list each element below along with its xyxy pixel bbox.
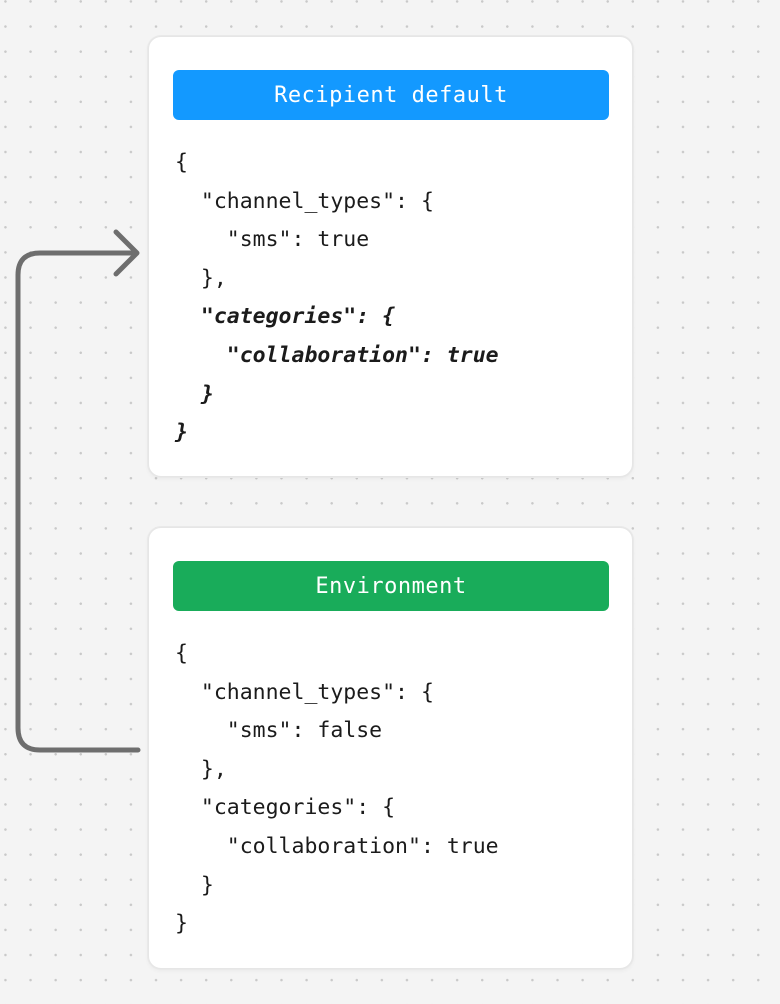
code-line: { xyxy=(175,150,188,175)
code-line: "channel_types": { xyxy=(175,679,434,705)
code-line: "collaboration": true xyxy=(175,833,499,859)
card-recipient-default: Recipient default { "channel_types": { "… xyxy=(148,36,633,477)
code-line: "categories": { xyxy=(175,304,396,330)
code-line: { xyxy=(175,641,188,666)
card-header-label: Recipient default xyxy=(274,82,508,108)
code-line: } xyxy=(175,911,188,937)
json-code-environment: { "channel_types": { "sms": false }, "ca… xyxy=(175,635,616,944)
code-line: "channel_types": { xyxy=(175,188,434,214)
card-header-label: Environment xyxy=(315,573,467,599)
card-header-recipient-default: Recipient default xyxy=(173,70,609,120)
card-environment: Environment { "channel_types": { "sms": … xyxy=(148,527,633,969)
arrow-path xyxy=(15,250,141,753)
card-header-environment: Environment xyxy=(173,561,609,611)
arrow-head-icon xyxy=(113,229,140,277)
code-line: "categories": { xyxy=(175,795,396,821)
json-code-recipient-default: { "channel_types": { "sms": true }, "cat… xyxy=(175,144,616,453)
code-line: } xyxy=(175,872,214,898)
code-line: }, xyxy=(175,756,227,782)
code-line: "sms": false xyxy=(175,718,383,744)
code-line: "sms": true xyxy=(175,227,370,253)
code-line: } xyxy=(175,381,214,407)
code-line: } xyxy=(175,420,188,446)
code-line: }, xyxy=(175,265,227,291)
code-line: "collaboration": true xyxy=(175,342,499,368)
